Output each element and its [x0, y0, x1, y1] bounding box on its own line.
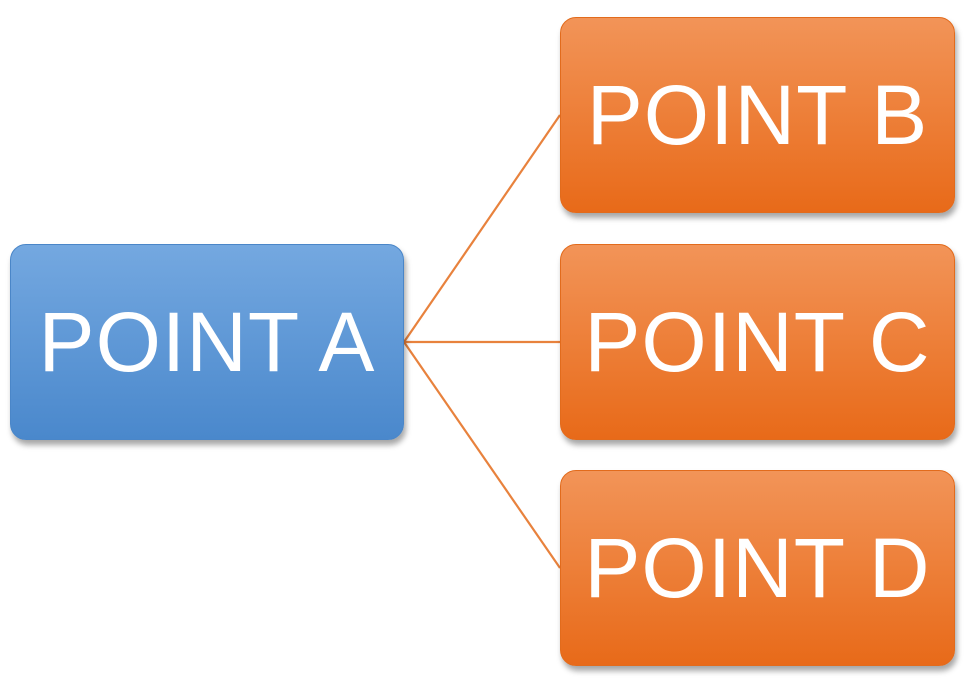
node-point-a[interactable]: POINT A: [10, 244, 404, 440]
connector-a-to-d: [403, 341, 561, 569]
node-point-d[interactable]: POINT D: [560, 470, 955, 666]
node-point-c[interactable]: POINT C: [560, 244, 955, 440]
node-point-b-label: POINT B: [586, 68, 929, 162]
node-point-d-label: POINT D: [584, 521, 931, 615]
node-point-a-label: POINT A: [38, 295, 376, 389]
node-point-c-label: POINT C: [584, 295, 931, 389]
connector-a-to-b: [403, 114, 561, 343]
node-point-b[interactable]: POINT B: [560, 17, 955, 213]
